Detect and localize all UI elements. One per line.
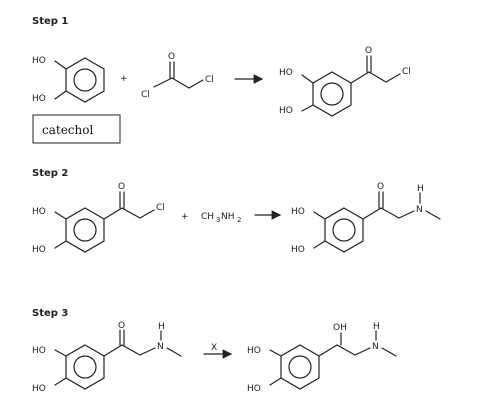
bond <box>54 60 67 70</box>
bond <box>54 349 67 357</box>
plus-sign: + <box>120 74 128 84</box>
bond <box>166 347 182 357</box>
atom-label: H <box>373 322 380 332</box>
atom-label: OH <box>333 323 347 333</box>
atom-label: HO <box>291 207 305 217</box>
atom-label: N <box>157 342 164 352</box>
atom-label: O <box>168 52 175 62</box>
name-box-frame <box>32 114 121 144</box>
methylamine-formula: CH 3 NH 2 <box>201 212 241 224</box>
bond <box>269 349 282 357</box>
bond <box>301 74 314 84</box>
atom-label: HO <box>32 94 46 104</box>
aromatic-circle <box>320 82 344 106</box>
step-3: Step 3 HO HO O H N X <box>32 308 397 394</box>
step-1-label: Step 1 <box>32 16 68 27</box>
benzene-ring <box>65 207 105 253</box>
bond <box>313 240 326 249</box>
bond <box>171 77 190 89</box>
atom-label: H <box>158 322 165 332</box>
bond <box>425 210 441 220</box>
arrow-reagent-label: X <box>211 343 217 353</box>
bond <box>313 211 326 220</box>
benzene-ring <box>65 344 105 390</box>
atom-label: N <box>372 342 379 352</box>
atom-label: HO <box>291 245 305 255</box>
formula-subscript: 2 <box>237 216 241 224</box>
formula-part: CH <box>201 212 214 222</box>
step-3-label: Step 3 <box>32 308 68 319</box>
bond <box>385 73 401 83</box>
atom-label: HO <box>247 384 261 394</box>
atom-label: HO <box>32 207 46 217</box>
benzene-ring <box>65 57 105 103</box>
bond <box>381 347 397 357</box>
aromatic-circle <box>332 218 356 242</box>
bond <box>54 377 67 386</box>
bond <box>380 207 400 219</box>
catechol-structure: HO HO <box>32 56 105 104</box>
atom-label: Cl <box>205 75 214 85</box>
atom-label: N <box>416 205 423 215</box>
catechol-name-box: catechol <box>32 114 121 144</box>
atom-label: O <box>118 321 125 331</box>
bond <box>121 344 141 356</box>
bond <box>301 104 314 112</box>
benzene-ring <box>312 71 352 117</box>
atom-label: O <box>365 46 372 56</box>
aromatic-circle <box>73 218 97 242</box>
chloroacetyl-chloride-structure: O Cl Cl <box>141 52 214 100</box>
bond <box>103 207 123 220</box>
bond <box>54 90 67 100</box>
benzene-ring <box>324 207 364 253</box>
bond <box>336 344 356 356</box>
step-2-product-structure: HO HO O H N <box>291 182 441 255</box>
bond <box>354 347 371 356</box>
bond <box>398 210 415 219</box>
atom-label: HO <box>32 245 46 255</box>
step-2-label: Step 2 <box>32 168 68 179</box>
aromatic-circle <box>73 355 97 379</box>
bond <box>269 377 282 386</box>
benzene-ring <box>280 344 320 390</box>
atom-label: HO <box>32 346 46 356</box>
atom-label: O <box>118 182 125 192</box>
bond <box>139 209 155 219</box>
atom-label: HO <box>279 106 293 116</box>
bond <box>153 77 173 88</box>
atom-label: HO <box>32 56 46 66</box>
atom-label: H <box>417 184 424 194</box>
atom-label: HO <box>32 384 46 394</box>
compound-name: catechol <box>42 123 93 137</box>
atom-label: Cl <box>141 90 150 100</box>
bond <box>350 71 370 84</box>
plus-sign: + <box>181 212 189 222</box>
bond <box>103 344 123 357</box>
bond <box>188 79 204 89</box>
bond <box>318 344 338 357</box>
aromatic-circle <box>288 355 312 379</box>
atom-label: HO <box>279 68 293 78</box>
step-2-reactant-structure: HO HO O Cl <box>32 182 165 255</box>
atom-label: Cl <box>402 67 411 77</box>
bond <box>362 207 382 220</box>
bond <box>54 211 67 220</box>
bond <box>139 347 156 356</box>
aromatic-circle <box>73 68 97 92</box>
product-1-structure: HO HO O Cl <box>279 46 411 117</box>
atom-label: O <box>377 182 384 192</box>
atom-label: HO <box>247 346 261 356</box>
bond <box>54 240 67 249</box>
atom-label: Cl <box>156 203 165 213</box>
formula-part: NH <box>221 212 235 222</box>
step-3-product-structure: HO HO OH H N <box>247 322 397 394</box>
bond <box>368 71 387 83</box>
formula-subscript: 3 <box>216 216 220 224</box>
bond <box>121 207 141 219</box>
step-2: Step 2 HO HO O Cl + CH 3 NH 2 <box>32 168 441 255</box>
step-1: Step 1 HO HO catechol + O Cl Cl <box>32 16 411 144</box>
step-3-reactant-structure: HO HO O H N <box>32 321 182 394</box>
